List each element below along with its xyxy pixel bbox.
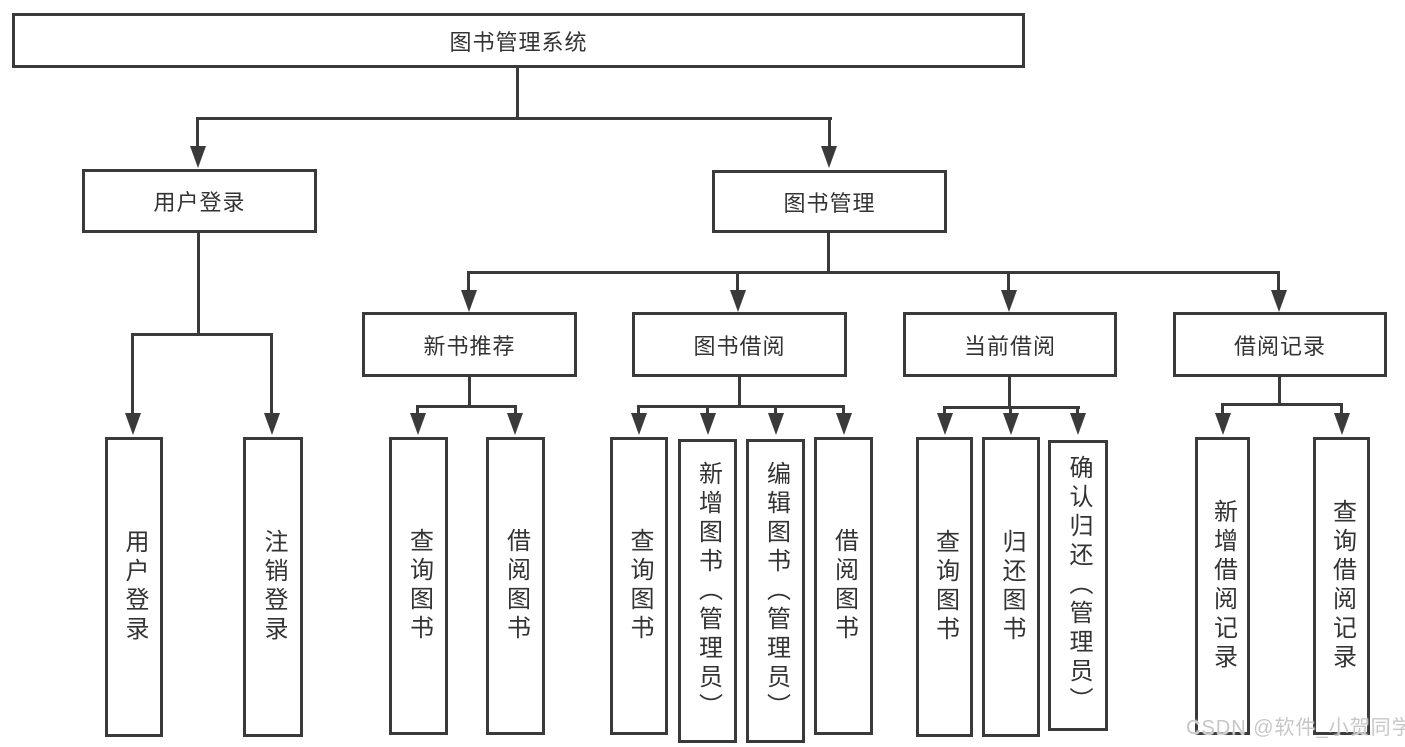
connector-line bbox=[416, 405, 419, 414]
connector-line bbox=[514, 405, 517, 414]
connector-line bbox=[736, 271, 739, 291]
connector-line bbox=[467, 271, 470, 291]
arrow-down-icon bbox=[507, 413, 523, 435]
leaf-cur-query-books-label: 查询图书 bbox=[931, 529, 959, 645]
leaf-rec-query-books: 查询图书 bbox=[389, 437, 448, 735]
arrow-down-icon bbox=[836, 413, 852, 435]
connector-line bbox=[1221, 403, 1343, 406]
node-user-login: 用户登录 bbox=[82, 169, 317, 233]
leaf-user-login: 用户登录 bbox=[105, 437, 163, 737]
connector-line bbox=[197, 232, 200, 335]
leaf-recd-query-record-label: 查询借阅记录 bbox=[1328, 499, 1356, 673]
leaf-cur-return-books: 归还图书 bbox=[982, 437, 1040, 737]
leaf-recd-query-record: 查询借阅记录 bbox=[1313, 437, 1370, 735]
leaf-bor-query-books: 查询图书 bbox=[610, 437, 668, 735]
arrow-down-icon bbox=[821, 146, 837, 168]
connector-line bbox=[196, 117, 199, 148]
node-root-system: 图书管理系统 bbox=[12, 13, 1025, 68]
arrow-down-icon bbox=[768, 413, 784, 435]
node-book-borrowing-label: 图书借阅 bbox=[693, 333, 786, 359]
connector-line bbox=[131, 333, 134, 414]
arrow-down-icon bbox=[631, 413, 647, 435]
leaf-user-login-label: 用户登录 bbox=[121, 529, 148, 645]
leaf-rec-borrow-books: 借阅图书 bbox=[486, 437, 545, 735]
node-book-management-label: 图书管理 bbox=[783, 190, 876, 216]
csdn-watermark: CSDN @软件_小贺同学 bbox=[1186, 717, 1405, 739]
connector-line bbox=[774, 405, 777, 414]
arrow-down-icon bbox=[264, 413, 280, 435]
connector-line bbox=[270, 333, 273, 414]
node-borrowing-records: 借阅记录 bbox=[1173, 312, 1387, 377]
leaf-recd-add-record: 新增借阅记录 bbox=[1195, 437, 1250, 735]
connector-line bbox=[416, 405, 517, 408]
arrow-down-icon bbox=[1003, 413, 1019, 435]
node-root-label: 图书管理系统 bbox=[449, 29, 588, 55]
leaf-cur-confirm-return-admin: 确认归还（管理员） bbox=[1048, 440, 1108, 731]
connector-line bbox=[738, 377, 741, 407]
arrow-down-icon bbox=[1271, 290, 1287, 312]
leaf-cur-confirm-return-admin-label: 确认归还（管理员） bbox=[1065, 455, 1092, 716]
leaf-bor-query-books-label: 查询图书 bbox=[626, 528, 653, 644]
node-new-book-recommend: 新书推荐 bbox=[362, 312, 577, 377]
connector-line bbox=[1221, 403, 1224, 414]
connector-line bbox=[1008, 377, 1011, 408]
connector-line bbox=[1009, 406, 1012, 414]
node-user-login-label: 用户登录 bbox=[153, 190, 246, 215]
connector-line bbox=[131, 333, 273, 336]
connector-line bbox=[842, 405, 845, 414]
arrow-down-icon bbox=[1215, 413, 1231, 435]
leaf-logout-label: 注销登录 bbox=[260, 529, 287, 645]
connector-line bbox=[706, 405, 709, 414]
node-book-borrowing: 图书借阅 bbox=[632, 312, 847, 377]
leaf-bor-add-books-admin-label: 新增图书（管理员） bbox=[694, 460, 722, 722]
leaf-bor-edit-books-admin-label: 编辑图书（管理员） bbox=[762, 460, 790, 722]
arrow-down-icon bbox=[125, 413, 141, 435]
leaf-rec-borrow-books-label: 借阅图书 bbox=[502, 528, 530, 644]
arrow-down-icon bbox=[190, 146, 206, 168]
leaf-bor-borrow-books-label: 借阅图书 bbox=[830, 528, 858, 644]
node-current-borrowing-label: 当前借阅 bbox=[963, 333, 1056, 359]
connector-line bbox=[1076, 406, 1079, 414]
arrow-down-icon bbox=[937, 413, 953, 435]
arrow-down-icon bbox=[1334, 413, 1350, 435]
connector-line bbox=[943, 406, 946, 414]
leaf-logout: 注销登录 bbox=[243, 437, 303, 737]
connector-line bbox=[1277, 271, 1280, 291]
arrow-down-icon bbox=[461, 290, 477, 312]
connector-line bbox=[467, 271, 1280, 274]
connector-line bbox=[1340, 403, 1343, 414]
arrow-down-icon bbox=[700, 413, 716, 435]
connector-line bbox=[637, 405, 845, 408]
connector-line bbox=[827, 233, 830, 273]
node-current-borrowing: 当前借阅 bbox=[903, 312, 1117, 377]
leaf-bor-edit-books-admin: 编辑图书（管理员） bbox=[746, 439, 805, 743]
leaf-recd-add-record-label: 新增借阅记录 bbox=[1209, 499, 1237, 673]
arrow-down-icon bbox=[1070, 413, 1086, 435]
leaf-rec-query-books-label: 查询图书 bbox=[405, 528, 433, 644]
leaf-bor-borrow-books: 借阅图书 bbox=[814, 437, 873, 735]
connector-line bbox=[468, 377, 471, 407]
connector-line bbox=[828, 117, 831, 148]
arrow-down-icon bbox=[730, 290, 746, 312]
connector-line bbox=[1007, 271, 1010, 291]
leaf-cur-return-books-label: 归还图书 bbox=[998, 529, 1025, 645]
arrow-down-icon bbox=[410, 413, 426, 435]
connector-line bbox=[516, 68, 519, 119]
connector-line bbox=[1278, 377, 1281, 405]
leaf-bor-add-books-admin: 新增图书（管理员） bbox=[678, 439, 737, 743]
connector-line bbox=[196, 117, 832, 120]
node-book-management: 图书管理 bbox=[712, 170, 947, 233]
leaf-cur-query-books: 查询图书 bbox=[916, 437, 973, 737]
arrow-down-icon bbox=[1001, 290, 1017, 312]
node-new-book-recommend-label: 新书推荐 bbox=[423, 333, 516, 359]
node-borrowing-records-label: 借阅记录 bbox=[1233, 333, 1326, 359]
connector-line bbox=[637, 405, 640, 414]
